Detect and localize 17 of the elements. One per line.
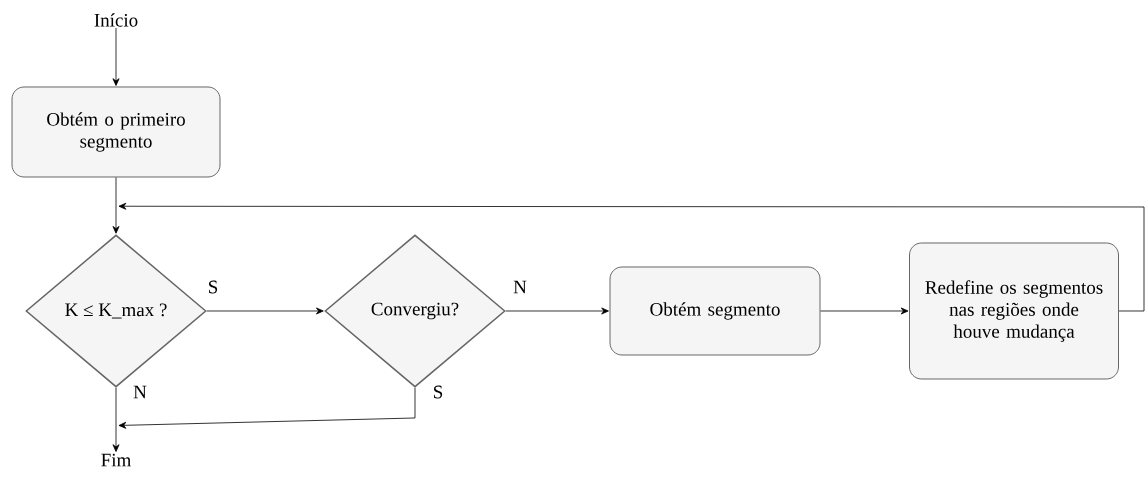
arrow — [820, 307, 909, 315]
process-box: Obtém o primeiro segmento — [11, 86, 221, 178]
edge-label: N — [513, 280, 527, 294]
edge-label: N — [133, 385, 147, 399]
terminal-label: Fim — [101, 453, 131, 467]
arrow — [505, 307, 609, 315]
arrow — [118, 387, 416, 429]
terminal-label: Início — [94, 13, 138, 27]
arrow — [112, 27, 120, 86]
process-box: Redefine os segmentos nas regiões onde houve mudança — [909, 242, 1119, 380]
edge-label: S — [434, 385, 443, 399]
arrow — [118, 202, 1145, 312]
edge-label: S — [209, 280, 218, 294]
arrow — [112, 177, 120, 234]
arrow — [112, 387, 120, 452]
process-box: Obtém segmento — [609, 266, 821, 356]
arrow — [206, 307, 324, 315]
